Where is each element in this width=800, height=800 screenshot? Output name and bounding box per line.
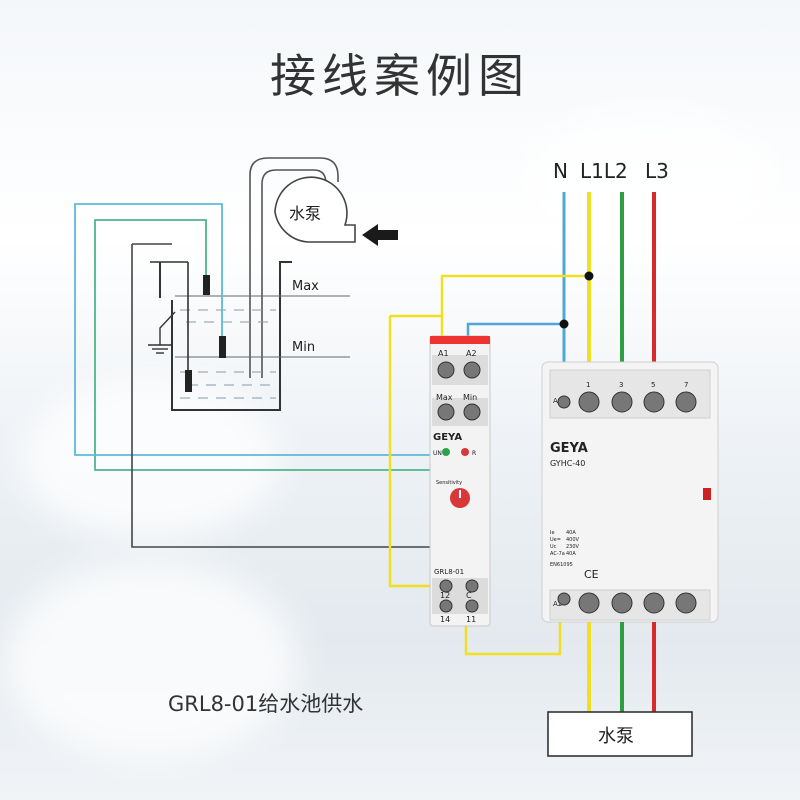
terminal-screw	[557, 395, 571, 409]
pump-label: 水泵	[289, 204, 321, 223]
relay-led	[461, 448, 469, 456]
water-tank	[171, 261, 292, 411]
terminal-screw	[611, 391, 633, 413]
terminal-screw	[439, 579, 453, 593]
page-title: 接线案例图	[270, 49, 530, 103]
load-pump-label: 水泵	[598, 726, 634, 747]
max-probe-wire	[94, 219, 445, 471]
relay-a2-feed	[466, 322, 564, 340]
pump-pipe	[249, 157, 339, 378]
terminal-screw	[643, 391, 665, 413]
pump-pipe-inner	[261, 169, 327, 378]
relay-terminal-11: 11	[466, 615, 476, 624]
max-probe	[203, 275, 210, 295]
svg-text:40A: 40A	[566, 551, 576, 557]
junction-l1	[584, 271, 594, 281]
ce-mark-icon: CE	[584, 568, 599, 581]
pump-body	[274, 176, 356, 243]
svg-text:Ie: Ie	[550, 530, 555, 536]
terminal-screw	[578, 391, 600, 413]
cloud-decoration	[0, 560, 300, 760]
sensitivity-label: Sensitivity	[436, 480, 462, 486]
inflow-arrow-icon	[362, 224, 398, 246]
min-probe-wire	[74, 203, 444, 456]
max-level-label: Max	[292, 279, 319, 294]
relay-max-label: Max	[436, 393, 453, 402]
phase-l3-label: L3	[645, 159, 669, 183]
svg-text:Ue=: Ue=	[550, 537, 561, 543]
relay-min-label: Min	[463, 393, 477, 402]
contactor-brand: GEYA	[550, 441, 588, 456]
min-probe	[219, 336, 226, 358]
svg-text:400V: 400V	[566, 537, 580, 543]
terminal-screw	[437, 403, 455, 421]
terminal-screw	[463, 361, 481, 379]
svg-text:40A: 40A	[566, 530, 576, 536]
power-led	[442, 448, 450, 456]
contactor-terminal-number: 1	[586, 381, 590, 389]
diagram-caption: GRL8-01给水池供水	[168, 692, 364, 716]
svg-text:Uc: Uc	[550, 544, 557, 550]
relay-c-to-l1-wire	[388, 316, 430, 588]
common-probe-wire	[131, 244, 442, 548]
terminal-screw	[611, 592, 633, 614]
contactor-module: 1 3 5 7 A1 GEYA GYHC-40 Ie 40A Ue= 400V …	[541, 361, 719, 623]
terminal-screw	[578, 592, 600, 614]
terminal-screw	[437, 361, 455, 379]
relay-module: A1 A2 Max Min GEYA UN R Sensitivity GRL8…	[429, 335, 491, 627]
common-probe	[185, 370, 192, 392]
min-level-label: Min	[292, 340, 315, 355]
contactor-terminal-number: 3	[619, 381, 623, 389]
contactor-terminal-number: 5	[651, 381, 655, 389]
relay-a1-feed	[440, 274, 589, 340]
terminal-screw	[439, 599, 453, 613]
load-pump-box	[547, 711, 693, 757]
contactor-terminal-number: 7	[684, 381, 688, 389]
junction-n	[559, 319, 569, 329]
relay-model-label: GRL8-01	[434, 568, 464, 576]
terminal-screw	[465, 579, 479, 593]
terminal-screw	[557, 592, 571, 606]
terminal-screw	[643, 592, 665, 614]
svg-text:AC-7a: AC-7a	[550, 551, 565, 557]
terminal-screw	[465, 599, 479, 613]
phase-n-label: N	[553, 159, 568, 183]
svg-text:EN61095: EN61095	[550, 562, 573, 568]
relay-a1-label: A1	[438, 349, 449, 358]
contactor-spec-table: Ie 40A Ue= 400V Uc 230V AC-7a 40A EN6109…	[550, 530, 580, 568]
relay-led-label: R	[472, 450, 476, 457]
power-led-label: UN	[433, 450, 442, 457]
relay-to-coil-wire	[464, 595, 562, 656]
contactor-model: GYHC-40	[550, 459, 585, 468]
svg-text:230V: 230V	[566, 544, 580, 550]
contactor-coil-a2: A2	[553, 600, 562, 608]
terminal-screw	[463, 403, 481, 421]
relay-terminal-c: C	[466, 591, 472, 600]
terminal-screw	[675, 391, 697, 413]
water-ripples	[180, 309, 276, 399]
relay-terminal-12: 12	[440, 591, 450, 600]
cloud-decoration	[20, 380, 280, 540]
terminal-screw	[675, 592, 697, 614]
relay-brand: GEYA	[433, 432, 462, 443]
relay-terminal-14: 14	[440, 615, 450, 624]
ground-icon	[148, 311, 176, 354]
phase-l1l2-label: L1L2	[580, 159, 628, 183]
relay-a2-label: A2	[466, 349, 477, 358]
